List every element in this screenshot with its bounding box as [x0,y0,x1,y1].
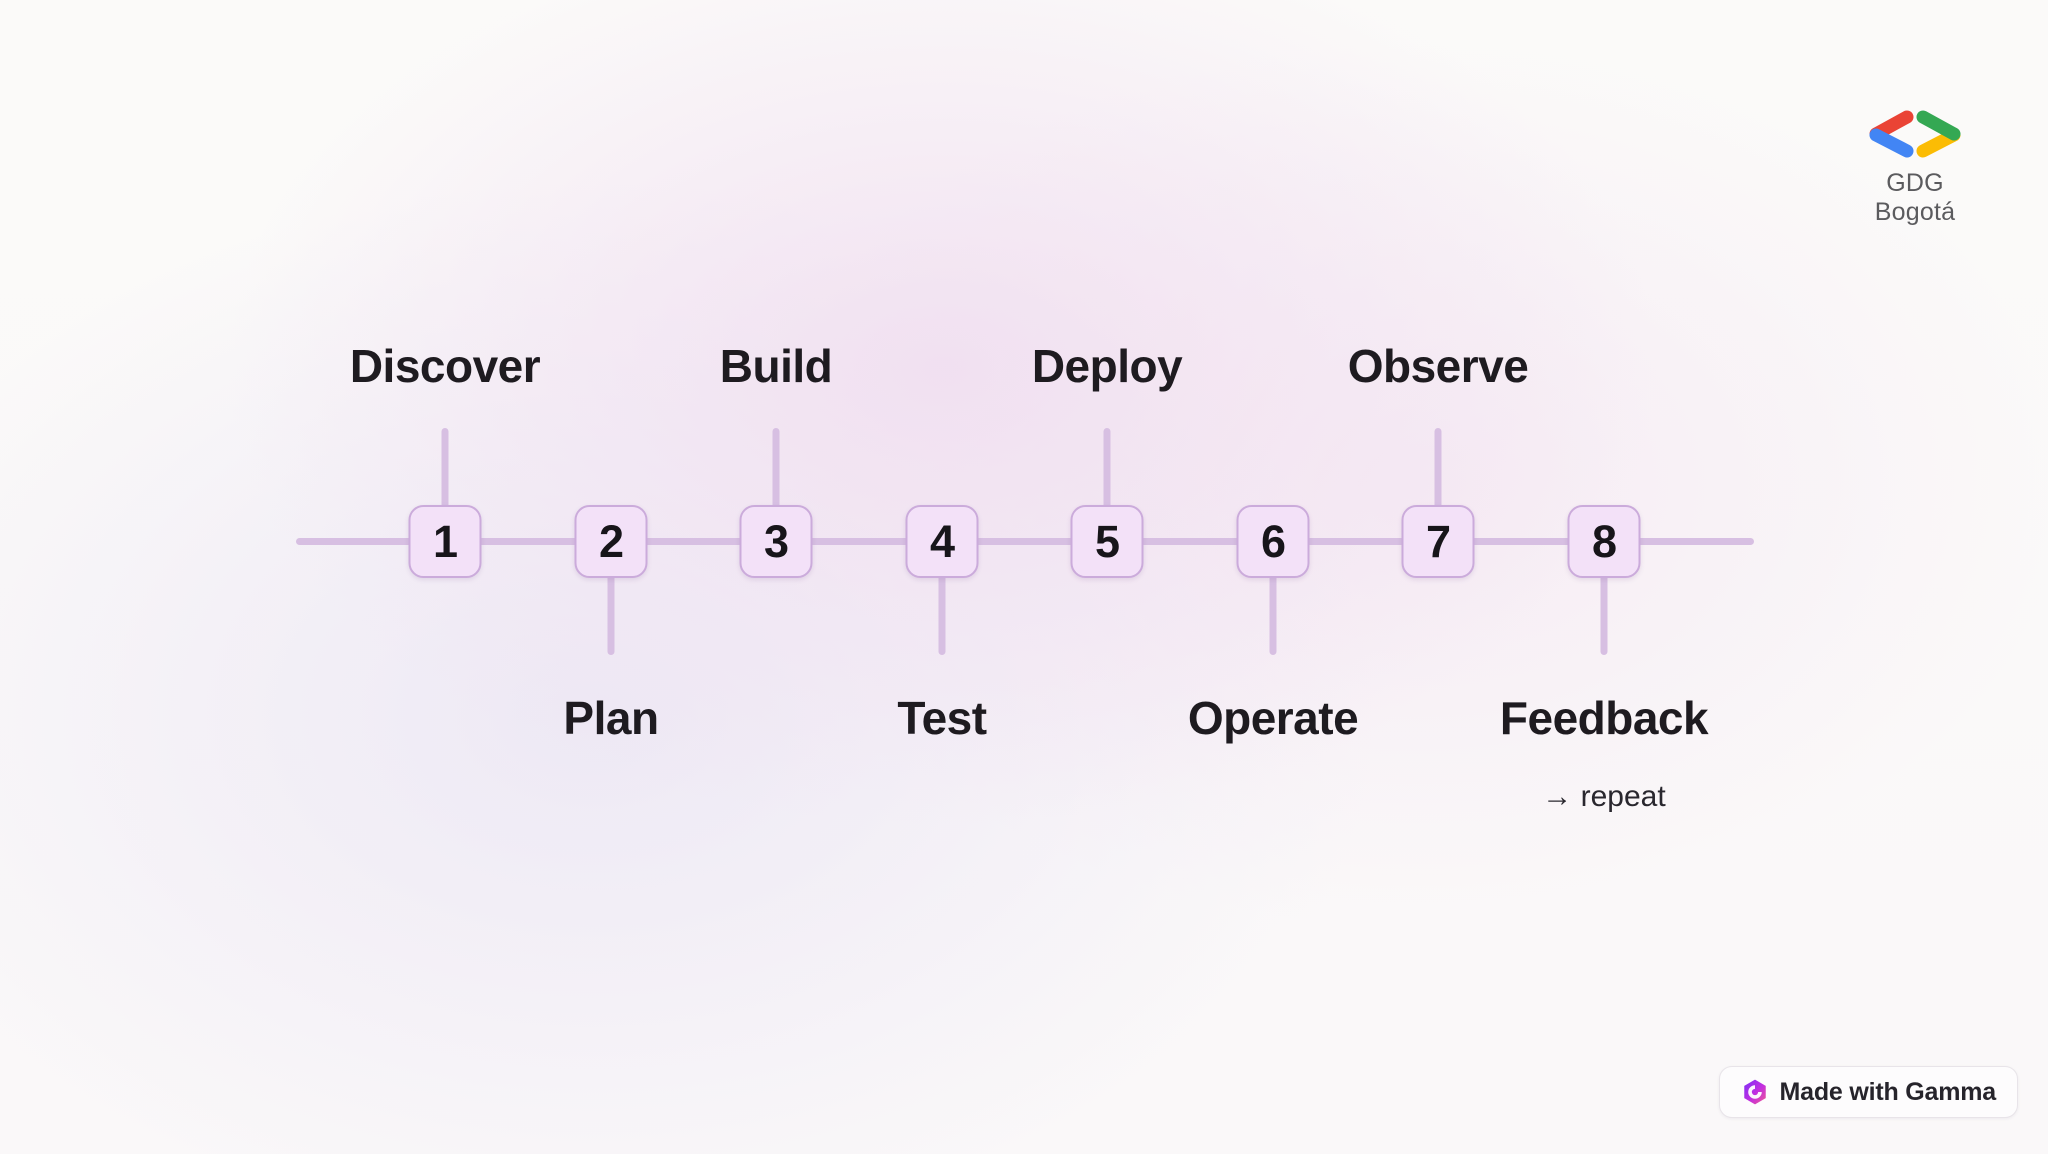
step-number: 2 [598,515,624,567]
step-number-box: 1 [408,505,482,578]
step-label: Operate [1187,692,1359,744]
step-number-box: 5 [1070,505,1144,578]
step-number-box: 3 [739,505,813,578]
made-with-gamma-badge[interactable]: Made with Gamma [1718,1066,2018,1118]
gdg-chevrons-icon [1869,110,1961,158]
gamma-logo-icon [1743,1079,1766,1105]
step-connector [938,574,946,655]
step-label: Plan [563,692,659,744]
step-label: Observe [1347,340,1529,392]
step-label: Feedback [1499,692,1709,744]
step-number: 5 [1094,515,1120,567]
step-number-box: 8 [1567,505,1641,578]
step-connector [1269,574,1277,655]
step-number: 3 [763,515,789,567]
step-number: 8 [1591,515,1617,567]
step-number: 4 [929,515,955,567]
step-label: Test [897,692,987,744]
gdg-logo-text: GDG Bogotá [1874,169,1956,226]
step-connector [1600,574,1608,655]
step-label: Build [719,340,833,392]
step-number: 7 [1425,515,1451,567]
step-connector [441,428,449,508]
step-connector [772,428,780,508]
step-connector [607,574,615,655]
step-label: Discover [349,340,541,392]
step-number: 6 [1260,515,1286,567]
repeat-note: → repeat [1542,780,1666,813]
step-number: 1 [432,515,458,567]
timeline-baseline [296,538,1754,545]
step-number-box: 4 [905,505,979,578]
gdg-logo: GDG Bogotá [1843,104,1987,227]
badge-label: Made with Gamma [1779,1077,1997,1106]
step-number-box: 7 [1401,505,1475,578]
step-number-box: 6 [1236,505,1310,578]
step-number-box: 2 [574,505,648,578]
step-connector [1434,428,1442,508]
step-connector [1103,428,1111,508]
step-label: Deploy [1031,340,1183,392]
